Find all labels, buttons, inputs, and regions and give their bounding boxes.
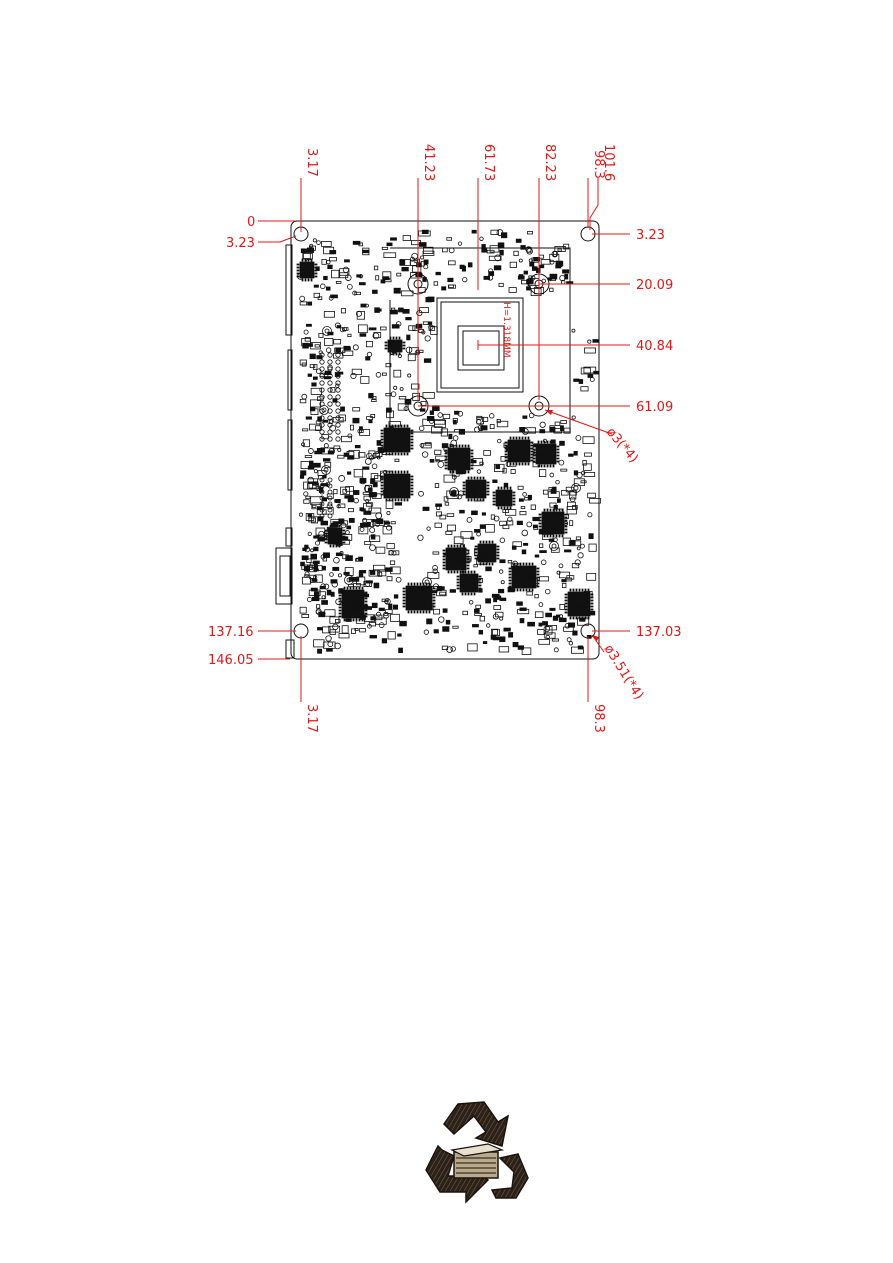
dim-top-82-23: 82.23 — [542, 144, 557, 181]
callout-mount-holes: ø3.51(*4) — [601, 642, 646, 702]
dim-top-98-3: 98.3 — [591, 150, 606, 179]
left-dimension-labels: 0 3.23 137.16 146.05 — [208, 215, 255, 668]
board-outline — [275, 220, 600, 660]
dim-right-61-09: 61.09 — [636, 400, 673, 415]
dim-top-41-23: 41.23 — [421, 144, 436, 181]
dim-right-137-03: 137.03 — [636, 625, 682, 640]
dim-left-3-23: 3.23 — [226, 236, 255, 251]
top-dimension-labels: 3.17 41.23 61.73 82.23 98.3 101.6 — [304, 144, 616, 181]
dim-right-3-23: 3.23 — [636, 228, 665, 243]
dim-bottom-3-17: 3.17 — [304, 704, 319, 733]
dim-top-3-17: 3.17 — [304, 148, 319, 177]
chip-height-label: H=1.318MM — [501, 302, 511, 358]
dim-bottom-98-3: 98.3 — [591, 704, 606, 733]
dimension-lines — [258, 178, 630, 702]
bottom-dimension-labels: 3.17 98.3 — [304, 704, 606, 733]
dim-left-137-16: 137.16 — [208, 625, 254, 640]
right-dimension-labels: 3.23 20.09 40.84 61.09 137.03 — [636, 228, 682, 640]
dim-left-0: 0 — [247, 215, 255, 230]
board-components — [296, 229, 601, 655]
dim-top-61-73: 61.73 — [481, 144, 496, 181]
dim-right-40-84: 40.84 — [636, 339, 673, 354]
dim-right-20-09: 20.09 — [636, 278, 673, 293]
dim-left-146-05: 146.05 — [208, 653, 254, 668]
callout-heatsink-holes: ø3(*4) — [603, 425, 641, 466]
recycle-icon — [425, 1101, 529, 1204]
paper-stack — [450, 1143, 505, 1179]
dim-top-101-6: 101.6 — [601, 144, 616, 181]
hole-callouts: ø3(*4) ø3.51(*4) — [601, 425, 646, 703]
